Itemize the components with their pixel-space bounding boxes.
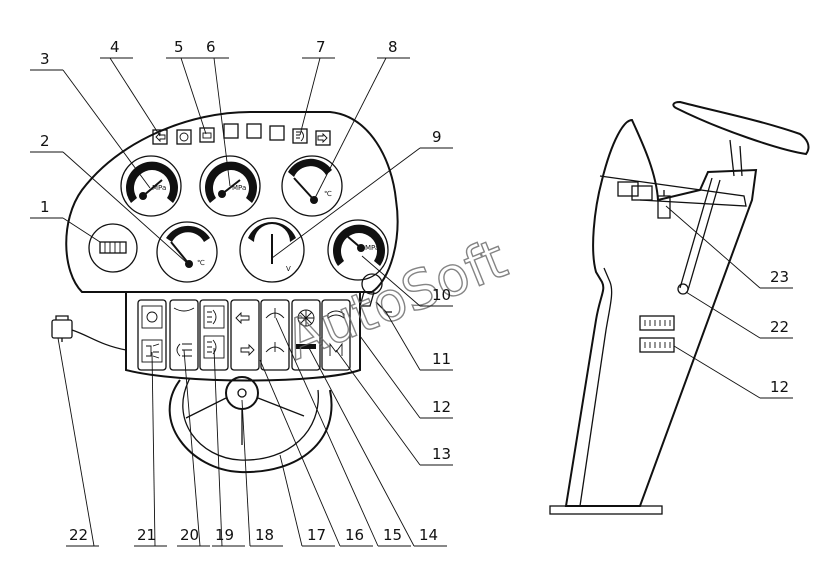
callout-5: 5 — [174, 38, 184, 56]
wire-connector — [51, 315, 127, 351]
callouts: 1 2 3 4 5 6 7 8 9 10 11 12 13 — [30, 38, 793, 547]
indicator-lamp-battery — [199, 127, 215, 143]
callout-17: 17 — [307, 526, 326, 544]
gauge-6-pressure: MPa — [327, 219, 389, 281]
gauge-5-voltmeter: V — [239, 217, 305, 283]
switch-washer — [321, 299, 351, 371]
steering-wheel — [168, 376, 333, 474]
callout-19: 19 — [215, 526, 234, 544]
callout-1: 1 — [40, 198, 50, 216]
switch-rear-light — [199, 299, 229, 371]
switch-fan — [291, 299, 321, 371]
callout-6: 6 — [206, 38, 216, 56]
callout-22-right: 22 — [770, 318, 789, 336]
callout-7: 7 — [316, 38, 326, 56]
gauge-4-unit: ℃ — [197, 259, 205, 267]
callout-10: 10 — [432, 286, 451, 304]
callout-15: 15 — [383, 526, 402, 544]
switch-turn-signal — [230, 299, 260, 371]
callout-22-left: 22 — [69, 526, 88, 544]
callout-11: 11 — [432, 350, 451, 368]
gauge-3-coolant-temp: ℃ — [281, 155, 343, 217]
gauge-1-unit: MPa — [152, 184, 166, 192]
gauge-4-temperature: ℃ — [156, 221, 218, 283]
instrument-panel — [65, 111, 399, 293]
gauge-5-unit: V — [286, 265, 291, 273]
callout-21: 21 — [137, 526, 156, 544]
callout-20: 20 — [180, 526, 199, 544]
indicator-lamp-blank-2 — [246, 123, 262, 139]
indicator-lamp-row — [152, 123, 331, 146]
callout-8: 8 — [388, 38, 398, 56]
callout-14: 14 — [419, 526, 438, 544]
callout-12-right: 12 — [770, 378, 789, 396]
console-side-view — [549, 100, 810, 515]
callout-2: 2 — [40, 132, 50, 150]
indicator-lamp-blank-1 — [223, 123, 239, 139]
gauge-2-pressure: MPa — [199, 155, 261, 217]
callout-9: 9 — [432, 128, 442, 146]
panel-housing — [65, 111, 399, 293]
callout-13: 13 — [432, 445, 451, 463]
indicator-lamp-blank-3 — [269, 125, 285, 141]
hour-meter — [88, 223, 138, 273]
indicator-lamp-turn-left — [152, 129, 168, 145]
callout-4: 4 — [110, 38, 120, 56]
switch-wiper — [260, 299, 290, 371]
indicator-lamp-turn-right — [315, 130, 331, 146]
gauge-2-unit: MPa — [232, 184, 246, 192]
callout-3: 3 — [40, 50, 50, 68]
gauge-6-unit: MPa — [365, 244, 379, 252]
callout-12-left: 12 — [432, 398, 451, 416]
callout-16: 16 — [345, 526, 364, 544]
gauge-3-unit: ℃ — [324, 190, 332, 198]
gauge-1-oil-pressure: MPa — [120, 155, 182, 217]
callout-23: 23 — [770, 268, 789, 286]
indicator-lamp-high-beam — [292, 128, 308, 144]
indicator-lamp-filter — [176, 129, 192, 145]
callout-18: 18 — [255, 526, 274, 544]
switch-headlight — [169, 299, 199, 371]
